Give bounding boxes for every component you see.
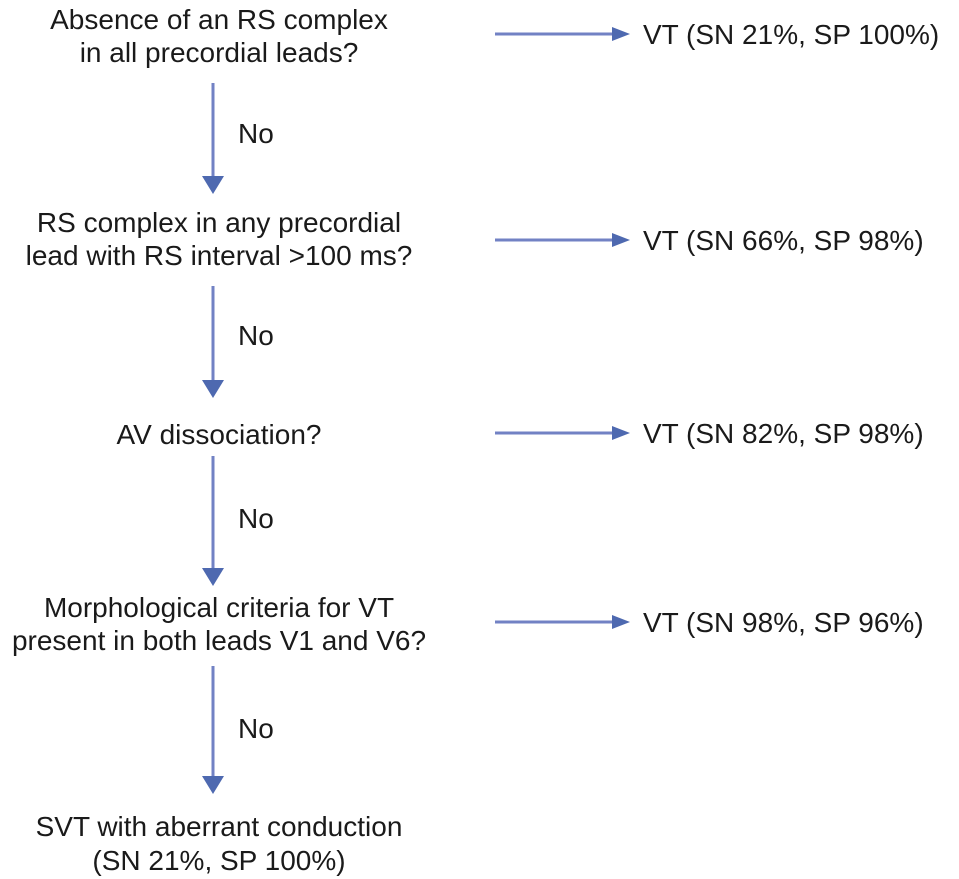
- question-step-2: RS complex in any precordial lead with R…: [0, 206, 438, 272]
- question-step-4: Morphological criteria for VT present in…: [0, 591, 438, 657]
- question-line: present in both leads V1 and V6?: [11, 625, 427, 656]
- down-arrow: [202, 666, 224, 794]
- down-arrow: [202, 286, 224, 398]
- right-arrow: [495, 233, 630, 247]
- arrow-head: [612, 233, 630, 247]
- down-arrow: [202, 456, 224, 586]
- question-line: in all precordial leads?: [79, 37, 359, 68]
- no-label-step-4: No: [238, 713, 274, 744]
- result-step-2: VT (SN 66%, SP 98%): [643, 225, 924, 256]
- arrow-head: [202, 176, 224, 194]
- arrow-head: [612, 426, 630, 440]
- right-arrow: [495, 426, 630, 440]
- question-line: lead with RS interval >100 ms?: [25, 240, 413, 271]
- final-outcome: SVT with aberrant conduction (SN 21%, SP…: [0, 810, 438, 878]
- no-label-step-1: No: [238, 118, 274, 149]
- no-label-step-2: No: [238, 320, 274, 351]
- down-arrow: [202, 83, 224, 194]
- question-step-3: AV dissociation?: [0, 418, 438, 451]
- right-arrow: [495, 27, 630, 41]
- right-arrow: [495, 615, 630, 629]
- question-step-1: Absence of an RS complex in all precordi…: [0, 3, 438, 69]
- question-line: RS complex in any precordial: [36, 207, 402, 238]
- question-line: Morphological criteria for VT: [43, 592, 395, 623]
- final-outcome-line: (SN 21%, SP 100%): [92, 845, 346, 876]
- result-step-4: VT (SN 98%, SP 96%): [643, 607, 924, 638]
- arrow-head: [612, 27, 630, 41]
- final-outcome-line: SVT with aberrant conduction: [35, 811, 403, 842]
- arrow-head: [202, 380, 224, 398]
- arrow-head: [202, 568, 224, 586]
- result-step-1: VT (SN 21%, SP 100%): [643, 19, 940, 50]
- arrow-head: [612, 615, 630, 629]
- question-line: Absence of an RS complex: [50, 4, 388, 35]
- result-step-3: VT (SN 82%, SP 98%): [643, 418, 924, 449]
- no-label-step-3: No: [238, 503, 274, 534]
- arrow-head: [202, 776, 224, 794]
- question-line: AV dissociation?: [116, 419, 322, 450]
